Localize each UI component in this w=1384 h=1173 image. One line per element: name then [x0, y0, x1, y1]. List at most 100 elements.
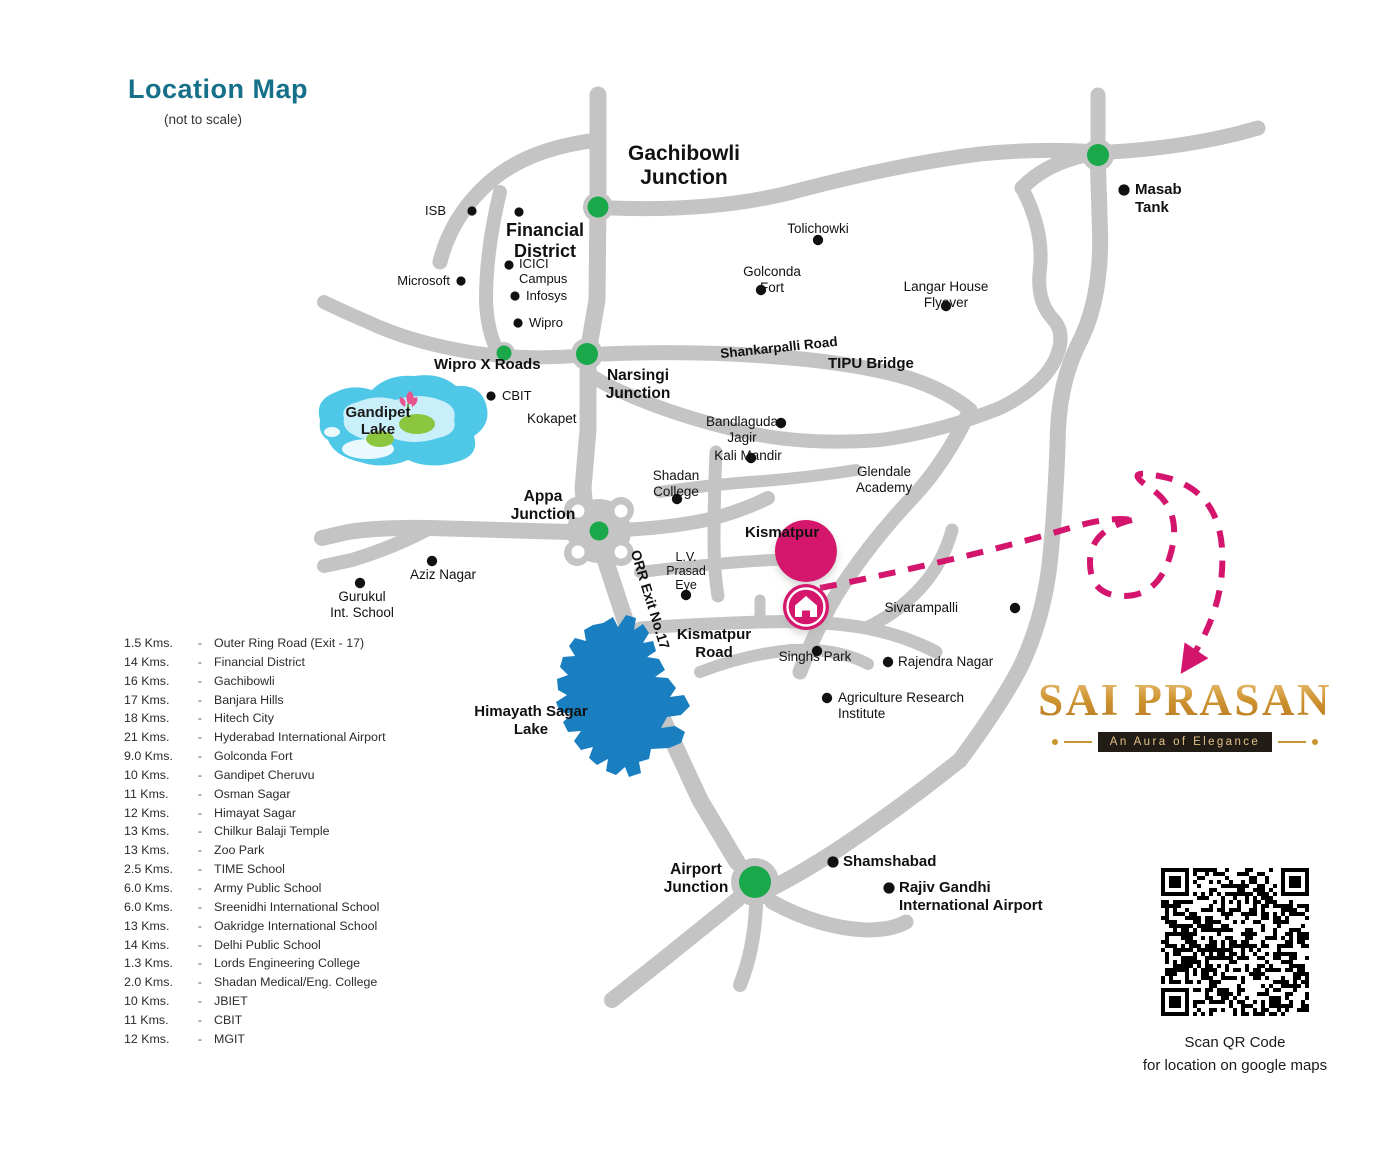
distance-row: 17 Kms.-Banjara Hills	[124, 693, 424, 712]
label-sivarampalli: Sivarampalli	[884, 600, 958, 615]
label-rajendra-nagar: Rajendra Nagar	[898, 654, 994, 669]
distance-place: Gandipet Cheruvu	[214, 767, 315, 782]
label-kismatpur: Kismatpur	[745, 524, 820, 541]
distance-place: Hyderabad International Airport	[214, 730, 386, 745]
distance-row: 1.3 Kms.-Lords Engineering College	[124, 956, 424, 975]
page-subtitle: (not to scale)	[164, 112, 243, 127]
label-line-2: Junction	[605, 385, 671, 403]
road-airport-s	[733, 899, 763, 992]
qr-caption-line-1: Scan QR Code	[1184, 1034, 1286, 1051]
distance-value: 11 Kms.	[124, 1012, 169, 1027]
project-logo: SAI PRASAN An Aura of Elegance	[1035, 678, 1335, 752]
junction-markers	[493, 139, 1114, 906]
distance-place: Gachibowli	[214, 673, 275, 688]
distance-place: Sreenidhi International School	[214, 899, 380, 914]
logo-name: SAI PRASAN	[1035, 678, 1335, 723]
distance-separator: -	[197, 711, 203, 726]
road-kismatpur-se	[859, 523, 959, 635]
distance-value: 12 Kms.	[124, 805, 170, 820]
distance-separator: -	[197, 636, 203, 650]
home-icon	[795, 596, 817, 617]
label-bandlaguda-jagir: Bandlaguda Jagir	[705, 414, 779, 445]
distance-separator: -	[197, 654, 203, 669]
qr-code-image[interactable]	[1161, 868, 1309, 1016]
road-fin-district	[479, 185, 507, 357]
distance-value: 10 Kms.	[124, 994, 170, 1009]
distance-row: 13 Kms.-Zoo Park	[124, 843, 424, 862]
distance-row: 16 Kms.-Gachibowli	[124, 674, 424, 693]
distance-separator: -	[197, 862, 203, 877]
tagline-dot-right	[1312, 739, 1319, 745]
label-line-2: Junction	[510, 506, 576, 524]
distance-row: 10 Kms.-Gandipet Cheruvu	[124, 768, 424, 787]
distance-value: 11 Kms.	[124, 786, 169, 801]
label-isb: ISB	[425, 203, 446, 218]
distance-separator: -	[197, 843, 203, 858]
distance-list: 1.5 Kms.-Outer Ring Road (Exit - 17)14 K…	[124, 636, 424, 1051]
label-line-2: District	[513, 240, 576, 261]
distance-row: 21 Kms.-Hyderabad International Airport	[124, 730, 424, 749]
distance-row: 10 Kms.-JBIET	[124, 994, 424, 1013]
distance-place: Golconda Fort	[214, 749, 293, 764]
distance-value: 6.0 Kms.	[124, 880, 173, 895]
distance-place: Outer Ring Road (Exit - 17)	[214, 636, 365, 650]
qr-block: Scan QR Code for location on google maps	[1130, 868, 1340, 1077]
distance-value: 2.0 Kms.	[124, 975, 173, 990]
logo-tagline-wrap: An Aura of Elegance	[1035, 732, 1335, 752]
distance-place: Army Public School	[214, 880, 322, 895]
label-line-1: Kismatpur	[676, 626, 752, 643]
distance-value: 1.5 Kms.	[124, 636, 173, 650]
label-singhs-park: Singhs Park	[778, 649, 852, 664]
distance-place: CBIT	[214, 1012, 243, 1027]
label-kokapet: Kokapet	[527, 411, 577, 426]
route-curl-arrow	[1086, 470, 1226, 675]
project-location-pin[interactable]	[774, 519, 837, 644]
himayath-sagar-lake-shape	[556, 615, 690, 777]
label-icici-campus: ICICI Campus	[519, 256, 568, 286]
distance-separator: -	[197, 956, 203, 971]
tagline-rule-right	[1278, 741, 1307, 743]
road-masab-east	[1102, 120, 1266, 160]
label-line-2: Junction	[663, 879, 729, 897]
label-line-2: Junction	[640, 165, 728, 189]
distance-separator: -	[197, 805, 203, 820]
road-right-outer	[952, 160, 1109, 768]
label-langar-house-flyover: Langar House Flyover	[903, 279, 989, 310]
label-line-2: Tank	[1135, 199, 1169, 216]
label-tolichowki: Tolichowki	[787, 221, 849, 236]
road-masab-west	[1014, 147, 1093, 196]
route-dashed-path	[819, 516, 1133, 591]
distance-place: TIME School	[214, 862, 285, 877]
label-wipro-x-roads: Wipro X Roads	[434, 356, 541, 373]
distance-row: 1.5 Kms. -Outer Ring Road (Exit - 17)	[124, 636, 424, 655]
distance-value: 13 Kms.	[124, 918, 170, 933]
label-line-1: Himayath Sagar	[474, 703, 588, 720]
road-wipro-west	[317, 295, 583, 365]
distance-value: 14 Kms.	[124, 654, 170, 669]
label-lv-prasad-eye: L.V. Prasad Eye	[666, 550, 706, 592]
place-dots	[354, 184, 1130, 894]
label-line-2: Lake	[360, 421, 396, 439]
road-airport-se	[764, 894, 914, 938]
road-appa-east	[613, 491, 775, 537]
label-microsoft: Microsoft	[397, 273, 450, 288]
distance-place: Zoo Park	[214, 843, 265, 858]
road-gachibowli-east	[604, 142, 1104, 217]
distance-value: 21 Kms.	[124, 730, 170, 745]
tagline-rule-left	[1063, 741, 1092, 743]
distance-value: 12 Kms.	[124, 1031, 170, 1046]
distance-row: 12 Kms.-Himayat Sagar	[124, 806, 424, 825]
label-masab-tank: Masab Tank	[1135, 181, 1182, 217]
distance-place: Financial District	[214, 654, 305, 669]
distance-separator: -	[197, 786, 203, 801]
road-shankarpalli	[596, 345, 978, 418]
label-line-1: Narsingi	[606, 367, 669, 384]
distance-value: 14 Kms.	[124, 937, 170, 952]
distance-value: 13 Kms.	[124, 824, 170, 839]
distance-place: Shadan Medical/Eng. College	[214, 975, 378, 990]
distance-place: MGIT	[214, 1031, 245, 1046]
label-line-1: Financial	[505, 220, 585, 240]
road-langar-west	[585, 369, 887, 449]
label-gachibowli-junction: Gachibowli Junction	[628, 142, 740, 189]
distance-separator: -	[197, 749, 203, 764]
